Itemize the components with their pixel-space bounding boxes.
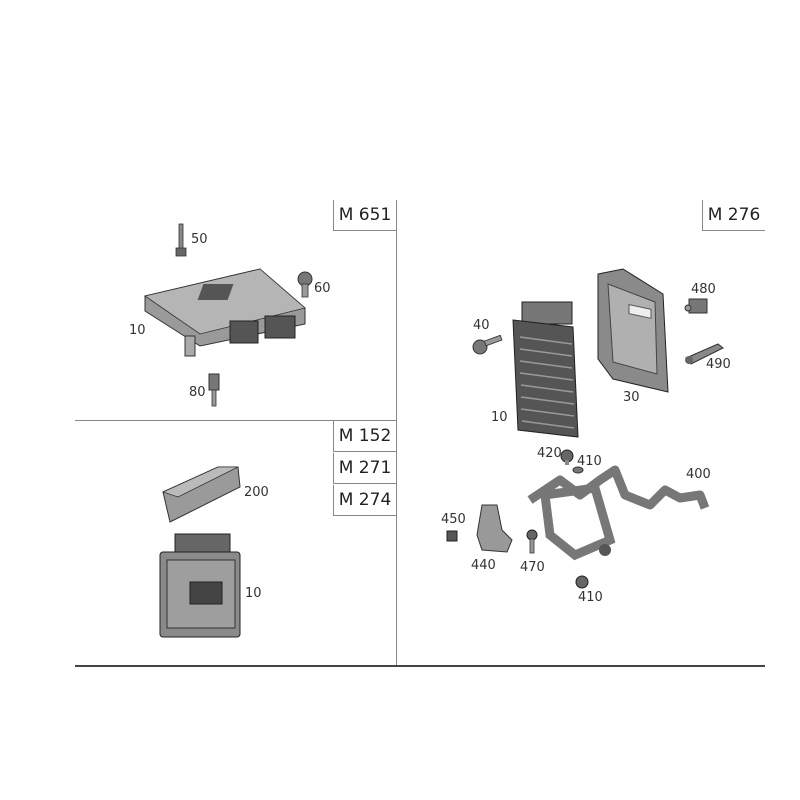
divider-horizontal bbox=[75, 420, 396, 421]
part-label-470: 470 bbox=[520, 560, 545, 575]
divider-bottom bbox=[75, 665, 765, 667]
bolt-470-illustration bbox=[526, 529, 538, 554]
sensor-80-illustration bbox=[208, 373, 220, 407]
part-label-30: 30 bbox=[623, 390, 640, 405]
connector-480-illustration bbox=[684, 298, 708, 314]
part-label-10: 10 bbox=[129, 323, 146, 338]
screw-60-illustration bbox=[297, 271, 313, 298]
bolt-40-illustration bbox=[472, 334, 503, 355]
part-label-400: 400 bbox=[686, 467, 711, 482]
nut-420-illustration bbox=[560, 449, 574, 465]
bolt-50-illustration bbox=[175, 223, 187, 257]
part-label-10: 10 bbox=[245, 586, 262, 601]
part-label-40: 40 bbox=[473, 318, 490, 333]
engine-code-m651: M 651 bbox=[333, 200, 396, 231]
bracket-400-illustration bbox=[527, 465, 710, 561]
divider-vertical bbox=[396, 200, 397, 666]
part-label-80: 80 bbox=[189, 385, 206, 400]
control-unit-m651-illustration bbox=[144, 268, 306, 357]
connector-490-illustration bbox=[685, 343, 724, 365]
engine-code-m274: M 274 bbox=[333, 485, 396, 516]
control-unit-m276-illustration bbox=[512, 301, 579, 438]
part-label-480: 480 bbox=[691, 282, 716, 297]
part-label-60: 60 bbox=[314, 281, 331, 296]
engine-code-m152: M 152 bbox=[333, 421, 396, 452]
part-label-490: 490 bbox=[706, 357, 731, 372]
part-label-450: 450 bbox=[441, 512, 466, 527]
part-label-10: 10 bbox=[491, 410, 508, 425]
engine-code-m271: M 271 bbox=[333, 453, 396, 484]
part-label-420: 420 bbox=[537, 446, 562, 461]
part-label-440: 440 bbox=[471, 558, 496, 573]
bracket-30-illustration bbox=[597, 268, 669, 393]
part-label-410: 410 bbox=[578, 590, 603, 605]
clip-410-bottom-illustration bbox=[575, 575, 589, 589]
cover-200-illustration bbox=[161, 466, 241, 523]
part-label-410: 410 bbox=[577, 454, 602, 469]
clip-450-illustration bbox=[446, 530, 458, 542]
control-unit-m152-illustration bbox=[159, 533, 241, 638]
bracket-440-illustration bbox=[476, 504, 513, 553]
engine-code-m276: M 276 bbox=[702, 200, 765, 231]
part-label-50: 50 bbox=[191, 232, 208, 247]
part-label-200: 200 bbox=[244, 485, 269, 500]
clip-410-top-illustration bbox=[572, 466, 584, 474]
